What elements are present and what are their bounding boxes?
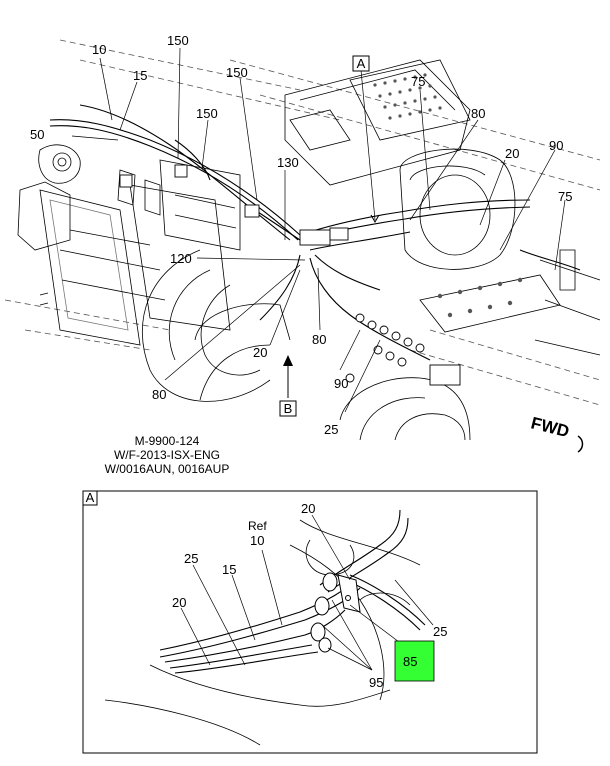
- callout-75-a: 75: [411, 74, 425, 89]
- detail-callout-10: 10: [250, 533, 264, 548]
- detail-callout-20-a: 20: [301, 501, 315, 516]
- callout-150-b: 150: [226, 65, 248, 80]
- callout-15: 15: [133, 68, 147, 83]
- harness-lines: [49, 104, 581, 361]
- svg-text:FWD: FWD: [529, 413, 571, 441]
- svg-text:B: B: [284, 401, 293, 416]
- fittings: [119, 164, 461, 386]
- detail-callout-25-a: 25: [184, 551, 198, 566]
- callout-85-highlight: [394, 640, 435, 682]
- svg-text:A: A: [357, 56, 366, 71]
- view-b-marker: B: [279, 400, 297, 417]
- detail-callout-85: 85: [403, 654, 417, 669]
- callout-150-a: 150: [167, 33, 189, 48]
- forward-direction-label: FWD: [529, 413, 584, 453]
- diagram-caption: M-9900-124 W/F-2013-ISX-ENG W/0016AUN, 0…: [105, 434, 230, 476]
- detail-callout-15: 15: [222, 562, 236, 577]
- main-leader-lines: [71, 47, 566, 413]
- svg-text:W/F-2013-ISX-ENG: W/F-2013-ISX-ENG: [114, 448, 220, 462]
- detail-callout-95: 95: [369, 675, 383, 690]
- callout-25: 25: [324, 422, 338, 437]
- callout-10: 10: [92, 42, 106, 57]
- detail-leader-lines: [180, 514, 434, 671]
- callout-80-c: 80: [471, 106, 485, 121]
- detail-callout-25-b: 25: [433, 624, 447, 639]
- callout-80-a: 80: [312, 332, 326, 347]
- chassis-drawing: [4, 39, 601, 441]
- callout-90-a: 90: [334, 376, 348, 391]
- svg-text:M-9900-124: M-9900-124: [135, 434, 200, 448]
- step-perforations: [373, 73, 523, 318]
- detail-callout-20-b: 20: [172, 595, 186, 610]
- view-b-arrow: [283, 214, 380, 398]
- main-callouts: 10 150 15 150 150 50 130 120 20 80 80 90…: [30, 33, 572, 437]
- callout-150-c: 150: [196, 106, 218, 121]
- callout-20-a: 20: [253, 345, 267, 360]
- callout-130: 130: [277, 155, 299, 170]
- view-a-marker: A: [352, 55, 370, 72]
- callout-75-b: 75: [558, 189, 572, 204]
- callout-50: 50: [30, 127, 44, 142]
- detail-ref-label: Ref: [248, 519, 267, 533]
- callout-120: 120: [170, 251, 192, 266]
- detail-fittings: [310, 572, 361, 653]
- svg-text:A: A: [86, 490, 95, 505]
- callout-90-b: 90: [549, 138, 563, 153]
- callout-20-b: 20: [505, 146, 519, 161]
- callout-80-b: 80: [152, 387, 166, 402]
- svg-text:W/0016AUN, 0016AUP: W/0016AUN, 0016AUP: [105, 462, 230, 476]
- detail-view-a: A: [82, 490, 538, 754]
